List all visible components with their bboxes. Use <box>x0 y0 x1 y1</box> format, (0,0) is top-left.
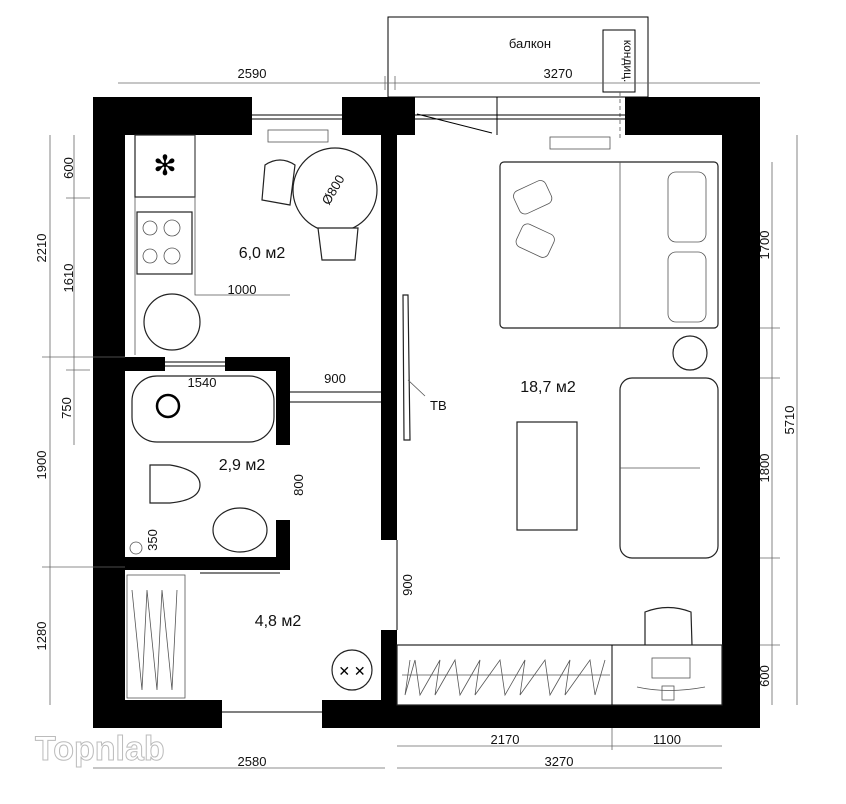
dim-bath: 1540 <box>188 375 217 390</box>
dim-right-600: 600 <box>757 665 772 687</box>
dim-door-800: 800 <box>291 474 306 496</box>
dim-left-2210: 2210 <box>34 234 49 263</box>
dim-top-left: 2590 <box>238 66 267 81</box>
right-dimensions: 1700 1800 600 5710 <box>757 135 798 705</box>
living-room: ТВ 18,7 м2 <box>396 161 723 706</box>
coffee-table <box>516 421 578 531</box>
dim-left-1280: 1280 <box>34 622 49 651</box>
dim-left-1900: 1900 <box>34 451 49 480</box>
dim-counter: 1000 <box>228 282 257 297</box>
dim-top-right: 3270 <box>544 66 573 81</box>
room-area-bathroom: 2,9 м2 <box>219 457 266 474</box>
nightstand <box>672 335 708 371</box>
tv-label: ТВ <box>430 398 447 413</box>
keyboard-icon <box>651 657 691 679</box>
dim-bottom-2170: 2170 <box>491 732 520 747</box>
washbasin <box>212 507 268 553</box>
ac-label: кондиц. <box>621 40 635 83</box>
dim-right-1700: 1700 <box>757 231 772 260</box>
air-conditioner <box>602 29 636 93</box>
toilet <box>149 464 201 504</box>
dim-bottom-2580: 2580 <box>238 754 267 769</box>
sink <box>143 293 201 351</box>
fridge <box>134 134 196 198</box>
top-dimensions: 2590 3270 <box>118 66 760 90</box>
dim-right-1800: 1800 <box>757 454 772 483</box>
snowflake-icon: ✻ <box>153 150 176 181</box>
windows <box>165 97 625 713</box>
svg-text:✕ ✕: ✕ ✕ <box>338 663 365 679</box>
dim-door-900-v: 900 <box>400 574 415 596</box>
desk-chair <box>644 606 693 646</box>
dim-right-5710: 5710 <box>782 406 797 435</box>
dim-left-1610: 1610 <box>61 264 76 293</box>
watermark-logo: Topnlab <box>35 730 165 768</box>
hall: ✕ ✕ 4,8 м2 900 <box>126 572 415 699</box>
kitchen: ✻ 1000 Ø800 6,0 м2 <box>134 134 378 355</box>
room-area-kitchen: 6,0 м2 <box>239 245 286 262</box>
balcony: балкон кондиц. <box>387 16 649 140</box>
left-dimensions: 600 2210 1610 750 1900 1280 <box>34 135 125 705</box>
bottom-dimensions: 2170 1100 3270 2580 <box>93 728 722 769</box>
stove <box>136 211 193 275</box>
chair <box>317 227 359 261</box>
room-area-living: 18,7 м2 <box>520 379 576 396</box>
dim-left-600: 600 <box>61 157 76 179</box>
dim-door-900-h: 900 <box>324 371 346 386</box>
walls <box>93 97 760 728</box>
dim-bottom-1100: 1100 <box>653 732 681 747</box>
balcony-label: балкон <box>509 36 551 51</box>
bathroom: 1540 2,9 м2 800 350 900 <box>107 371 346 555</box>
room-area-hall: 4,8 м2 <box>255 613 302 630</box>
dim-350: 350 <box>145 529 160 551</box>
washing-machine <box>331 649 373 691</box>
bed <box>499 161 719 329</box>
chair <box>261 159 296 206</box>
bathtub <box>131 375 275 443</box>
tv <box>402 294 411 441</box>
dim-left-750: 750 <box>59 397 74 419</box>
dim-bottom-3270: 3270 <box>545 754 574 769</box>
